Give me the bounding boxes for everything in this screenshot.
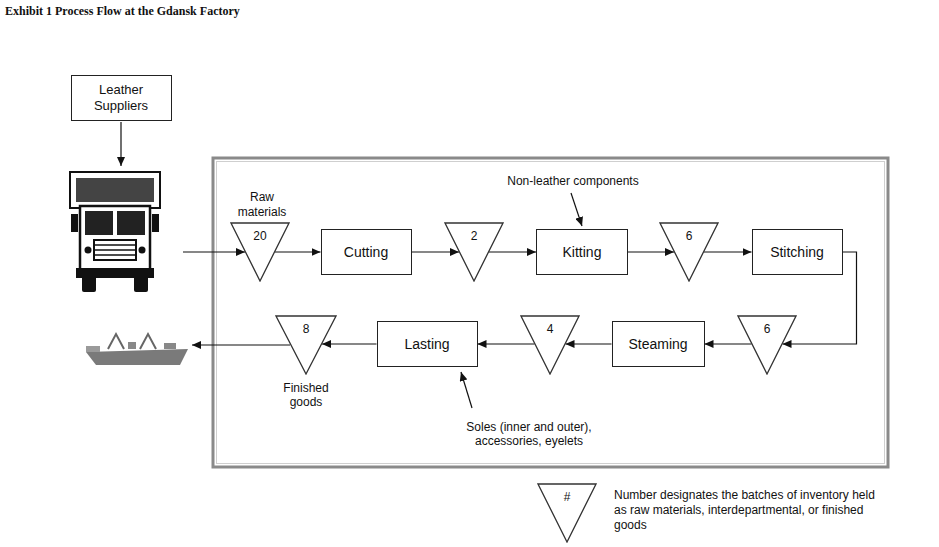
process-box: Leather Suppliers bbox=[71, 75, 172, 121]
triangle-shape bbox=[660, 223, 718, 281]
triangle-shape bbox=[445, 223, 503, 281]
process-label: Stitching bbox=[766, 244, 828, 261]
flow-arrow bbox=[705, 343, 752, 344]
factory-boundary-inner bbox=[217, 162, 885, 464]
process-box: Lasting bbox=[377, 321, 478, 367]
inventory-triangle: 6 bbox=[659, 222, 719, 282]
leader-arrow bbox=[571, 193, 582, 226]
flow-arrow bbox=[704, 251, 752, 252]
process-label: Cutting bbox=[340, 244, 392, 261]
triangle-shape bbox=[231, 223, 289, 281]
truck-illustration bbox=[70, 172, 160, 292]
flow-arrow bbox=[412, 251, 460, 252]
batch-count: 6 bbox=[659, 230, 719, 243]
batch-count: 8 bbox=[275, 323, 337, 336]
inbound-arrow bbox=[183, 251, 245, 252]
process-box: Stitching bbox=[752, 229, 843, 275]
inventory-label: Finished goods bbox=[273, 381, 339, 410]
triangle-shape bbox=[276, 316, 336, 374]
flow-arrow bbox=[275, 251, 321, 252]
input-note: Soles (inner and outer), accessories, ey… bbox=[453, 420, 605, 449]
process-label: Steaming bbox=[624, 336, 691, 353]
flow-arrow bbox=[566, 343, 612, 344]
flow-arrow bbox=[489, 251, 536, 252]
inventory-label: Raw materials bbox=[229, 190, 295, 219]
batch-count: # bbox=[537, 491, 597, 504]
batch-count: 4 bbox=[520, 323, 580, 336]
batch-count: 6 bbox=[737, 323, 797, 336]
flow-arrow bbox=[628, 251, 674, 252]
shipping-arrow bbox=[192, 344, 290, 345]
inventory-triangle: 2 bbox=[444, 222, 504, 282]
legend-text: Number designates the batches of invento… bbox=[614, 488, 890, 533]
batch-count: 20 bbox=[230, 230, 290, 243]
triangle-shape bbox=[538, 484, 596, 542]
process-label: Leather Suppliers bbox=[72, 82, 171, 113]
batch-count: 2 bbox=[444, 230, 504, 243]
inventory-triangle: Raw materials20 bbox=[230, 222, 290, 282]
process-label: Kitting bbox=[559, 244, 606, 261]
inventory-triangle: # bbox=[537, 483, 597, 543]
exhibit-title: Exhibit 1 Process Flow at the Gdansk Fac… bbox=[5, 4, 240, 18]
ship-illustration bbox=[86, 334, 188, 365]
process-box: Kitting bbox=[536, 229, 628, 275]
inventory-triangle: 4 bbox=[520, 315, 580, 375]
input-note: Non-leather components bbox=[498, 174, 648, 188]
process-box: Cutting bbox=[321, 229, 412, 275]
triangle-shape bbox=[738, 316, 796, 374]
flow-arrow bbox=[478, 343, 535, 344]
factory-boundary bbox=[213, 158, 888, 467]
supply-arrow bbox=[120, 122, 121, 166]
leader-arrow bbox=[461, 372, 472, 408]
inventory-triangle: 8Finished goods bbox=[275, 315, 337, 375]
flow-arrow bbox=[322, 343, 376, 344]
triangle-shape bbox=[521, 316, 579, 374]
inventory-triangle: 6 bbox=[737, 315, 797, 375]
process-box: Steaming bbox=[612, 321, 705, 367]
process-label: Lasting bbox=[400, 336, 453, 353]
